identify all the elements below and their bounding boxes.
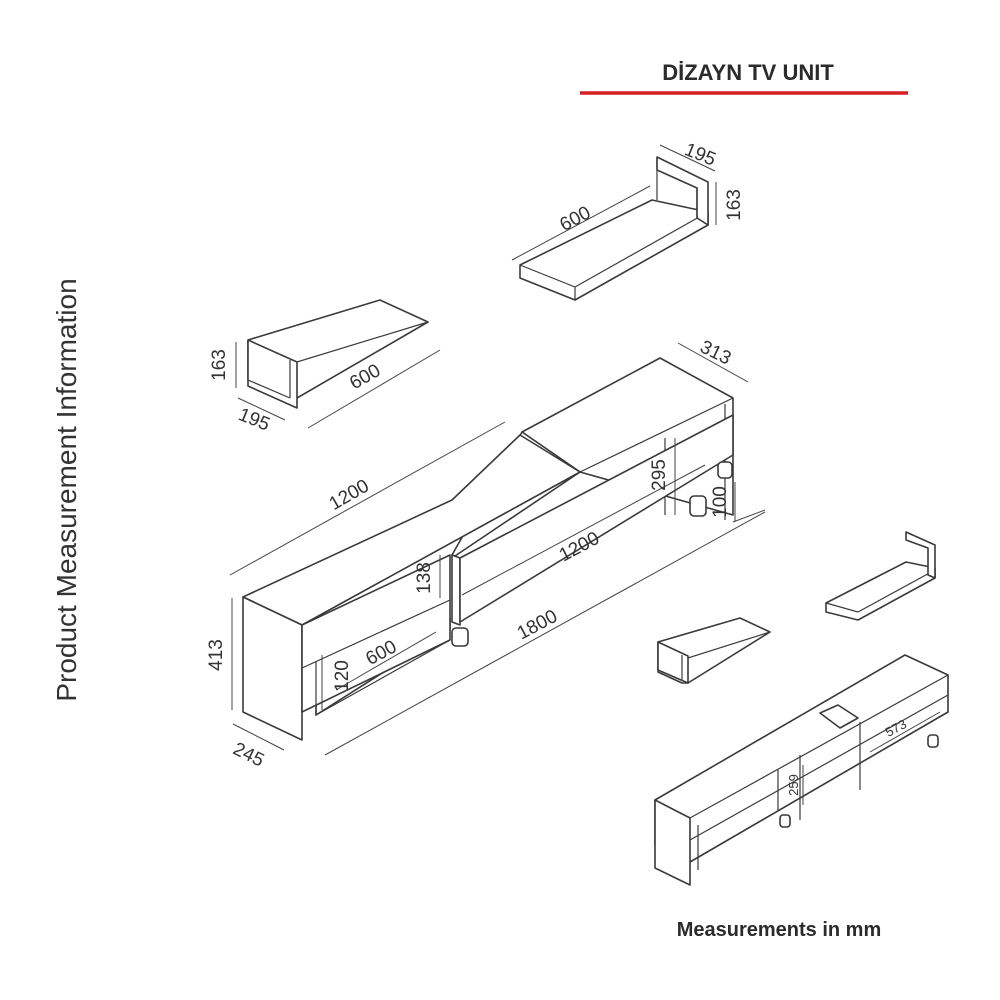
dim-line-shelf-right-depth xyxy=(659,144,716,172)
dim-unit-depth-right: 313 xyxy=(697,337,735,370)
mini-shelf-right xyxy=(825,531,936,621)
dim-drawer-height: 120 xyxy=(332,660,353,692)
dim-line-shelf-right-length xyxy=(511,185,651,261)
dim-line-unit-depth-right xyxy=(677,342,749,383)
dim-unit-leg-height: 100 xyxy=(710,486,731,518)
mini-shelf-left xyxy=(657,617,771,684)
dim-line-unit-front-length xyxy=(461,464,706,596)
dim-line-unit-leg-height-extension xyxy=(732,509,766,523)
shelf-upper-right xyxy=(519,156,709,301)
dim-unit-inner-height: 295 xyxy=(649,459,670,491)
dim-line-mini-compartment-width xyxy=(869,711,941,753)
dim-shelf-right-depth: 195 xyxy=(681,139,718,170)
dim-line-shelf-left-depth xyxy=(237,397,286,421)
side-label: Product Measurement Information xyxy=(51,278,82,701)
dim-shelf-right-height: 163 xyxy=(724,189,745,221)
dim-line-shelf-left-length xyxy=(307,349,441,429)
dim-shelf-left-depth: 195 xyxy=(235,404,272,435)
dim-unit-height: 413 xyxy=(206,639,227,671)
shelf-upper-left xyxy=(247,299,429,409)
dim-shelf-left-height: 163 xyxy=(209,349,230,381)
mini-tv-unit xyxy=(654,654,949,886)
dim-compartment-height: 138 xyxy=(414,562,435,594)
dim-line-unit-overall-length xyxy=(324,511,766,756)
dim-line-unit-top-length xyxy=(229,421,506,576)
diagram-title: DİZAYN TV UNIT xyxy=(662,60,834,85)
dim-mini-compartment-height: 259 xyxy=(786,774,801,796)
dim-line-compartment-width xyxy=(335,631,437,691)
main-tv-unit xyxy=(242,357,734,741)
measurement-note: Measurements in mm xyxy=(677,919,882,941)
dim-line-unit-depth-left xyxy=(232,723,285,751)
dim-unit-depth-left: 245 xyxy=(230,739,268,772)
dim-unit-overall-length: 1800 xyxy=(514,606,561,644)
